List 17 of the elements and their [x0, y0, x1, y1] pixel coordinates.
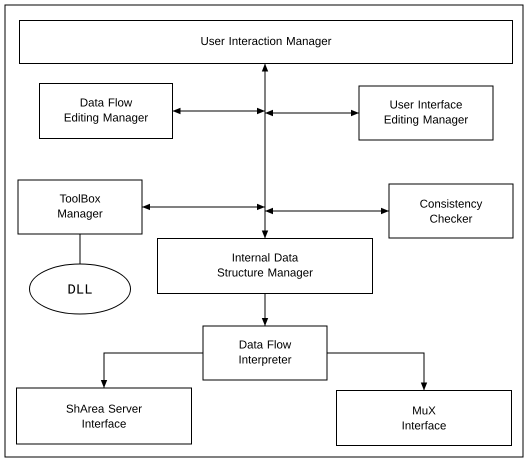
checker-box: Consistency Checker	[388, 183, 514, 238]
arrow	[264, 110, 359, 116]
interpreter-box: Data Flow Interpreter	[202, 325, 328, 380]
arrow	[327, 352, 428, 390]
arrow	[262, 63, 268, 238]
arrow	[100, 352, 203, 388]
manager-box: ToolBox Manager	[18, 180, 142, 234]
manager-box: User Interaction Manager	[19, 20, 513, 64]
manager-box: Internal Data Structure Manager	[157, 238, 373, 294]
interface-box: MuX Interface	[336, 390, 512, 446]
arrow	[172, 108, 266, 114]
manager-box: Data Flow Editing Manager	[39, 83, 173, 139]
arrow	[264, 208, 389, 214]
manager-box: User Interface Editing Manager	[358, 85, 494, 140]
arrow	[142, 204, 266, 210]
interface-box: ShArea Server Interface	[16, 387, 192, 444]
arrow	[262, 293, 268, 326]
